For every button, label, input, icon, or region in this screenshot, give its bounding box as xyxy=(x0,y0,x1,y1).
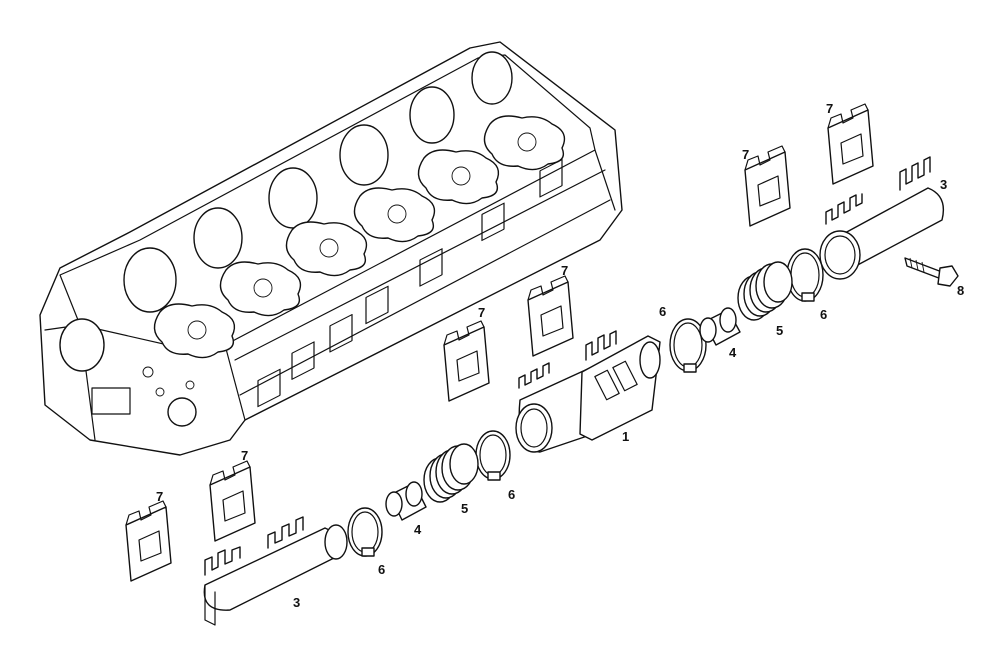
clip-7-f xyxy=(125,500,172,582)
callout-7-c: 7 xyxy=(561,263,569,278)
bellows xyxy=(423,261,793,503)
callout-6-d: 6 xyxy=(378,562,386,577)
sleeves xyxy=(385,307,741,521)
injector-plates xyxy=(153,115,566,359)
callout-4-left: 4 xyxy=(414,522,422,537)
callout-6-c: 6 xyxy=(508,487,516,502)
hose-clamps xyxy=(347,248,824,557)
exhaust-manifold-center xyxy=(515,330,661,453)
callout-5-right: 5 xyxy=(776,323,784,338)
clip-7-e xyxy=(209,460,256,542)
clip-7-b xyxy=(827,103,874,185)
callout-7-a: 7 xyxy=(742,147,750,162)
callout-1: 1 xyxy=(622,429,630,444)
callout-8: 8 xyxy=(957,283,965,298)
clamp-6-a xyxy=(669,318,707,373)
callout-7-f: 7 xyxy=(156,489,164,504)
callout-4-right: 4 xyxy=(729,345,737,360)
bellows-5-a xyxy=(737,261,793,321)
clamp-6-b xyxy=(786,248,824,302)
callout-7-b: 7 xyxy=(826,101,834,116)
callout-3-right: 3 xyxy=(940,177,948,192)
clip-7-d xyxy=(443,320,490,402)
bellows-5-b xyxy=(423,443,479,503)
sleeve-4-b xyxy=(385,481,427,521)
clamp-6-c xyxy=(475,430,511,481)
head-end-face xyxy=(44,318,197,441)
sleeve-4-a xyxy=(699,307,741,346)
cylinder-bores xyxy=(123,51,513,313)
callout-5-left: 5 xyxy=(461,501,469,516)
cylinder-head xyxy=(39,41,623,456)
clip-7-a xyxy=(744,145,791,227)
callout-6-a: 6 xyxy=(659,304,667,319)
callout-7-d: 7 xyxy=(478,305,486,320)
bolt xyxy=(904,257,959,287)
callout-7-e: 7 xyxy=(241,448,249,463)
clip-7-c xyxy=(527,275,574,357)
exhaust-pipe-right xyxy=(819,156,945,280)
exhaust-pipe-left xyxy=(203,516,348,626)
head-side-ports xyxy=(257,158,563,408)
callout-3-left: 3 xyxy=(293,595,301,610)
clamp-6-d xyxy=(347,507,383,557)
callout-6-b: 6 xyxy=(820,307,828,322)
heat-shield-clips xyxy=(125,103,874,582)
